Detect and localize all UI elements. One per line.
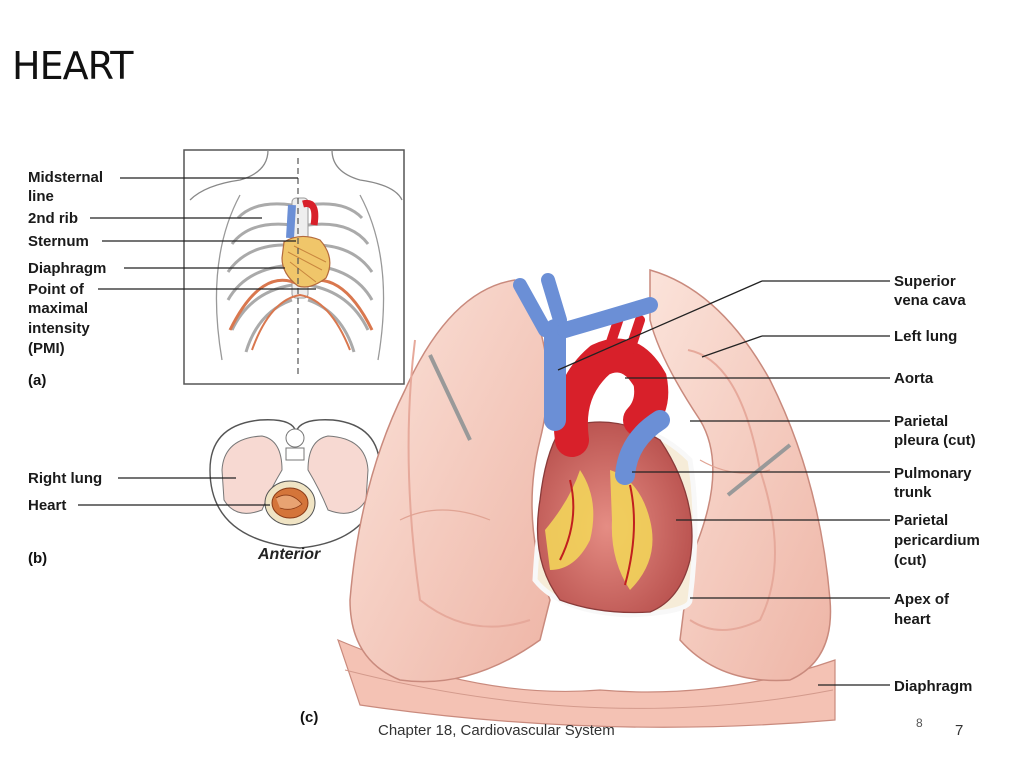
label-apex-2: heart — [894, 611, 931, 628]
label-heart-b: Heart — [28, 497, 66, 514]
label-svc-2: vena cava — [894, 292, 966, 309]
panel-b-label: (b) — [28, 550, 47, 567]
panel-c-labels: Superior vena cava Left lung Aorta Parie… — [300, 273, 980, 726]
label-pmi-4: (PMI) — [28, 340, 65, 357]
page-number: 7 — [955, 722, 964, 739]
label-pmi-1: Point of — [28, 281, 85, 298]
label-left-lung: Left lung — [894, 328, 957, 345]
panel-c-illustration — [337, 269, 836, 728]
slide-footer: Chapter 18, Cardiovascular System — [378, 722, 615, 739]
label-pmi-2: maximal — [28, 300, 88, 317]
panel-b-illustration — [209, 419, 381, 549]
label-pmi-3: intensity — [28, 320, 90, 337]
label-apex-1: Apex of — [894, 591, 950, 608]
label-midsternal-line-1: Midsternal — [28, 169, 103, 186]
label-diaphragm-c: Diaphragm — [894, 678, 972, 695]
label-pulmonary-trunk-2: trunk — [894, 484, 932, 501]
panel-c-label: (c) — [300, 709, 318, 726]
label-2nd-rib: 2nd rib — [28, 210, 78, 227]
slide-title: HEART — [12, 44, 133, 88]
label-sternum: Sternum — [28, 233, 89, 250]
panel-b-leaders — [78, 477, 270, 506]
panel-b-labels: Right lung Heart Anterior (b) — [28, 470, 321, 567]
label-pulmonary-trunk-1: Pulmonary — [894, 465, 972, 482]
panel-a-label: (a) — [28, 372, 46, 389]
label-parietal-pleura-2: pleura (cut) — [894, 432, 976, 449]
label-parietal-pleura-1: Parietal — [894, 413, 948, 430]
label-parietal-pericardium-2: pericardium — [894, 532, 980, 549]
label-right-lung: Right lung — [28, 470, 102, 487]
pulmonary-trunk-c — [615, 410, 670, 485]
label-diaphragm-a: Diaphragm — [28, 260, 106, 277]
page-mark: 8 — [916, 716, 923, 730]
label-parietal-pericardium-3: (cut) — [894, 552, 927, 569]
panel-a-leaders — [90, 177, 316, 290]
label-midsternal-line-2: line — [28, 188, 54, 205]
panel-a-labels: Midsternal line 2nd rib Sternum Diaphrag… — [28, 169, 106, 389]
label-anterior: Anterior — [257, 546, 321, 563]
label-parietal-pericardium-1: Parietal — [894, 512, 948, 529]
panel-c-leaders — [557, 280, 890, 686]
label-svc-1: Superior — [894, 273, 956, 290]
label-aorta: Aorta — [894, 370, 934, 387]
aorta-c — [553, 338, 669, 457]
panel-a-illustration — [183, 149, 405, 385]
